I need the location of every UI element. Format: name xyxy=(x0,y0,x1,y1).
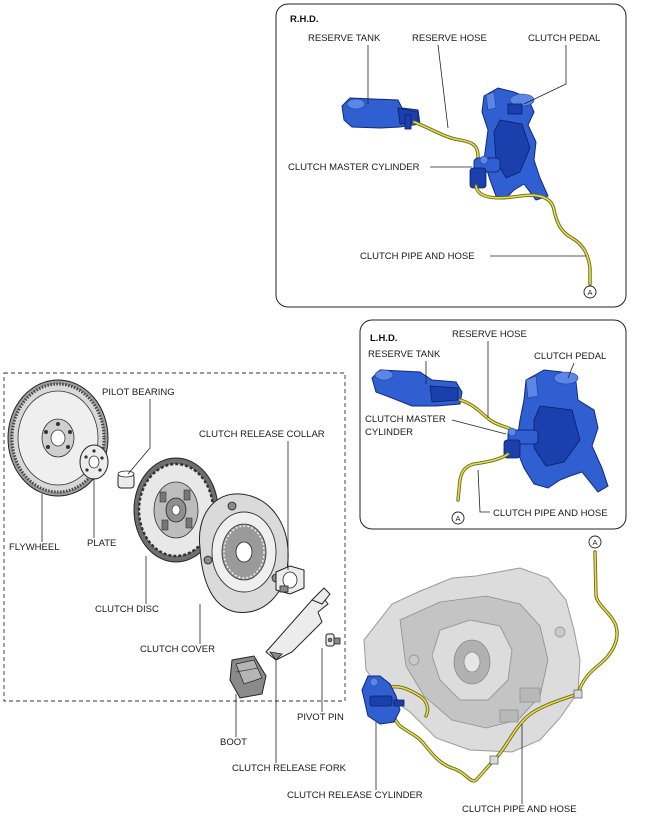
rhd-master-cylinder-label: CLUTCH MASTER CYLINDER xyxy=(288,162,420,173)
trans-pipe-hose-label: CLUTCH PIPE AND HOSE xyxy=(462,804,577,815)
pivot-pin-label: PIVOT PIN xyxy=(297,712,344,723)
clutch-exploded-view: PILOT BEARING CLUTCH RELEASE COLLAR FLYW… xyxy=(3,372,347,774)
clutch-disc-label: CLUTCH DISC xyxy=(95,604,159,615)
lhd-reserve-tank-label: RESERVE TANK xyxy=(368,349,441,360)
lhd-clutch-pedal-shape xyxy=(515,369,609,493)
clutch-disc-shape xyxy=(133,457,219,563)
boot-label: BOOT xyxy=(220,737,247,748)
lhd-master-cylinder-shape xyxy=(503,427,539,459)
clutch-dashed-frame xyxy=(3,372,346,702)
svg-text:A: A xyxy=(592,538,597,547)
trans-connector-a-mark xyxy=(588,535,602,549)
flywheel-shape xyxy=(7,379,109,497)
boot-shape xyxy=(229,655,267,699)
transmission-case-shape xyxy=(363,567,581,753)
rhd-clutch-pedal-shape xyxy=(481,87,549,201)
release-fork-label: CLUTCH RELEASE FORK xyxy=(232,763,347,774)
rhd-panel: R.H.D. A RESERVE xyxy=(275,3,627,308)
release-fork-shape xyxy=(265,587,331,661)
lhd-master-cylinder-label-line1: CLUTCH MASTER xyxy=(365,414,446,425)
lhd-pipe-hose-label: CLUTCH PIPE AND HOSE xyxy=(493,508,608,519)
rhd-pipe-hose-label: CLUTCH PIPE AND HOSE xyxy=(360,251,475,262)
rhd-master-cylinder-shape xyxy=(469,155,501,189)
svg-text:A: A xyxy=(455,514,460,523)
rhd-reserve-hose-label: RESERVE HOSE xyxy=(412,33,487,44)
rhd-frame xyxy=(275,3,627,308)
pilot-bearing-label: PILOT BEARING xyxy=(102,387,175,398)
pivot-pin-shape xyxy=(325,633,341,647)
rhd-reserve-tank-label: RESERVE TANK xyxy=(308,33,381,44)
release-cylinder-shape xyxy=(361,675,405,725)
svg-text:A: A xyxy=(587,288,592,297)
rhd-header: R.H.D. xyxy=(290,14,319,25)
rhd-clutch-pedal-label: CLUTCH PEDAL xyxy=(528,33,600,44)
release-cylinder-label: CLUTCH RELEASE CYLINDER xyxy=(287,790,423,801)
lhd-master-cylinder-label-line2: CYLINDER xyxy=(365,427,413,438)
transmission-view: A CLUTCH RELEASE CYLINDER CLUTCH PIPE AN… xyxy=(287,535,619,815)
lhd-header: L.H.D. xyxy=(370,333,397,344)
plate-shape xyxy=(79,444,109,480)
lhd-connector-a-mark xyxy=(451,511,465,525)
plate-label: PLATE xyxy=(87,538,116,549)
lhd-reserve-hose-label: RESERVE HOSE xyxy=(452,329,527,340)
lhd-panel: L.H.D. A RESERVE HOSE RESE xyxy=(359,319,627,530)
release-collar-shape xyxy=(275,565,305,595)
clutch-cover-shape xyxy=(198,493,289,613)
flywheel-label: FLYWHEEL xyxy=(9,542,60,553)
release-collar-label: CLUTCH RELEASE COLLAR xyxy=(199,429,325,440)
lhd-clutch-pedal-label: CLUTCH PEDAL xyxy=(534,351,606,362)
rhd-connector-a-mark xyxy=(583,285,597,299)
lhd-reserve-tank-shape xyxy=(371,369,463,407)
clutch-cover-label: CLUTCH COVER xyxy=(140,644,215,655)
pilot-bearing-shape xyxy=(117,470,135,489)
